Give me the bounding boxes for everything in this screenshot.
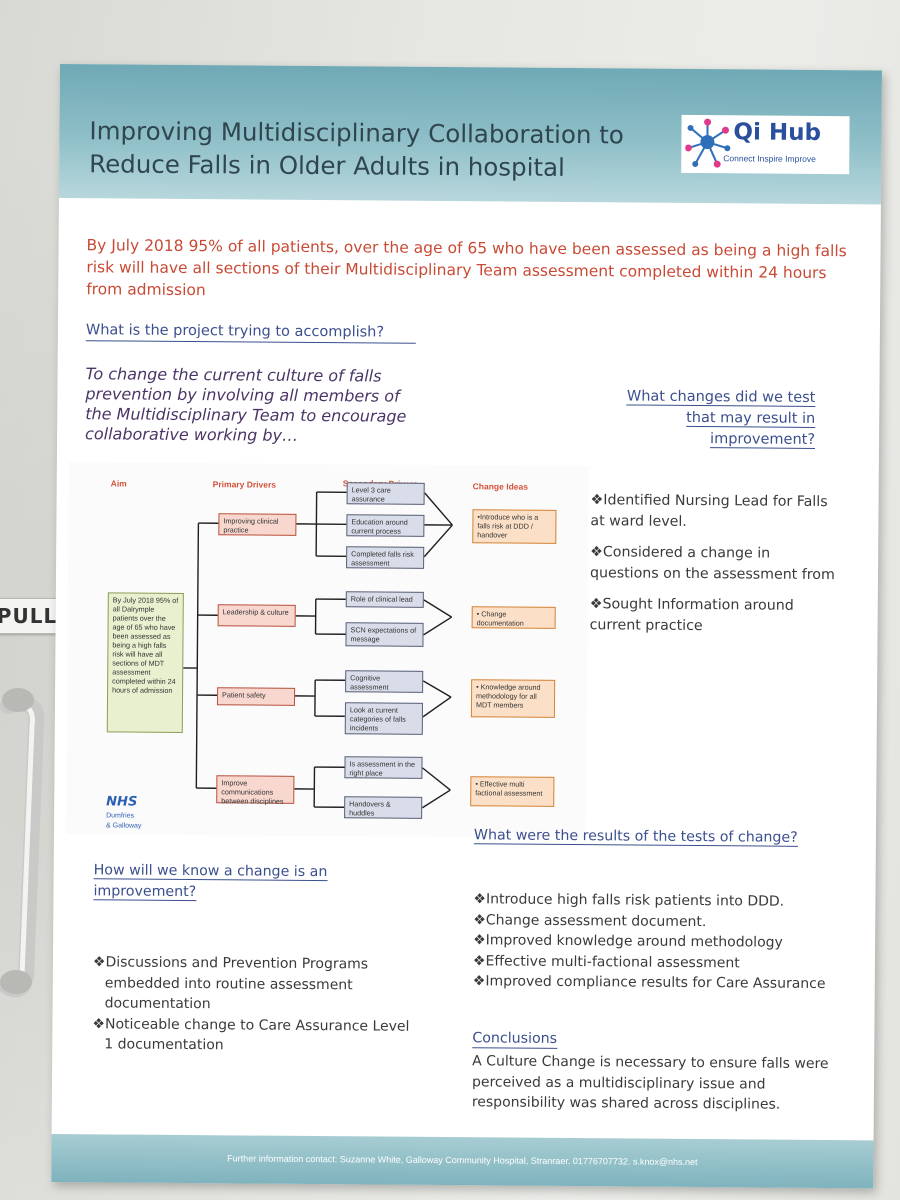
change-idea-3: • Knowledge around methodology for all M… bbox=[470, 679, 556, 718]
secondary-driver-6: Cognitive assessment bbox=[345, 670, 424, 693]
changes-tested-item: ❖Identified Nursing Lead for Falls at wa… bbox=[590, 492, 828, 530]
primary-driver-2: Leadership & culture bbox=[217, 604, 296, 627]
changes-tested-heading-line-1: What changes did we test bbox=[626, 388, 816, 407]
primary-driver-1: Improving clinical practice bbox=[218, 513, 297, 536]
secondary-driver-2: Education around current process bbox=[346, 514, 425, 537]
improvement-list: ❖Discussions and Prevention Programs emb… bbox=[92, 952, 423, 1057]
nhs-org-line-2: & Galloway bbox=[105, 822, 142, 830]
driver-diagram: Aim Primary Drivers Secondary Drivers Ch… bbox=[65, 462, 589, 839]
changes-tested-heading-line-3: improvement? bbox=[710, 431, 816, 449]
nhs-dumfries-galloway-logo: NHS Dumfries & Galloway bbox=[106, 792, 166, 830]
change-idea-4: • Effective multi factional assessment bbox=[470, 776, 555, 807]
accomplish-heading: What is the project trying to accomplish… bbox=[85, 322, 416, 344]
results-heading: What were the results of the tests of ch… bbox=[473, 827, 798, 847]
nhs-org-line-1: Dumfries bbox=[106, 812, 135, 820]
aim-statement: By July 2018 95% of all patients, over t… bbox=[86, 236, 847, 300]
changes-tested-item: ❖Sought Information around current pract… bbox=[589, 596, 794, 635]
results-item: ❖Improved compliance results for Care As… bbox=[472, 973, 826, 993]
poster: Improving Multidisciplinary Collaboratio… bbox=[51, 64, 882, 1189]
secondary-driver-3: Completed falls risk assessment bbox=[346, 546, 425, 569]
secondary-driver-1: Level 3 care assurance bbox=[346, 482, 425, 505]
changes-tested-heading: What changes did we test that may result… bbox=[605, 386, 816, 451]
poster-footer: Further information contact: Suzanne Whi… bbox=[51, 1133, 874, 1189]
door-handle[interactable] bbox=[0, 686, 48, 998]
primary-driver-3: Patient safety bbox=[216, 687, 296, 706]
poster-title: Improving Multidisciplinary Collaboratio… bbox=[89, 116, 624, 182]
footer-contact: Further information contact: Suzanne Whi… bbox=[227, 1153, 698, 1168]
poster-header: Improving Multidisciplinary Collaboratio… bbox=[58, 64, 882, 205]
col-head-aim: Aim bbox=[110, 478, 127, 489]
results-list: ❖Introduce high falls risk patients into… bbox=[473, 889, 854, 994]
primary-driver-4: Improve communications between disciplin… bbox=[216, 775, 295, 806]
results-item: ❖Improved knowledge around methodology bbox=[473, 932, 783, 951]
nhs-mark: NHS bbox=[106, 794, 138, 810]
secondary-driver-9: Handovers & huddles bbox=[344, 796, 423, 819]
changes-tested-heading-line-2: that may result in bbox=[686, 409, 816, 428]
qi-hub-logo-icon bbox=[685, 118, 731, 168]
conclusions-heading: Conclusions bbox=[472, 1029, 558, 1049]
results-item: ❖Introduce high falls risk patients into… bbox=[473, 891, 785, 910]
change-idea-1: •Introduce who is a falls risk at DDD / … bbox=[472, 509, 557, 544]
secondary-driver-7: Look at current categories of falls inci… bbox=[344, 702, 423, 735]
changes-tested-item: ❖Considered a change in questions on the… bbox=[589, 544, 835, 584]
improvement-heading: How will we know a change is an improvem… bbox=[93, 862, 328, 902]
qi-hub-logo-tagline: Connect Inspire Improve bbox=[723, 153, 816, 164]
qi-hub-logo: Qi Hub Connect Inspire Improve bbox=[681, 114, 850, 175]
results-item: ❖Change assessment document. bbox=[473, 911, 707, 930]
aim-box: By July 2018 95% of all Dalrymple patien… bbox=[106, 592, 184, 733]
improvement-item: ❖Noticeable change to Care Assurance Lev… bbox=[92, 1015, 410, 1054]
accomplish-text: To change the current culture of falls p… bbox=[85, 364, 407, 445]
conclusions-text: A Culture Change is necessary to ensure … bbox=[471, 1053, 829, 1113]
secondary-driver-4: Role of clinical lead bbox=[345, 591, 424, 608]
col-head-primary: Primary Drivers bbox=[212, 479, 277, 490]
driver-diagram-connectors bbox=[161, 491, 453, 809]
changes-tested-list: ❖Identified Nursing Lead for Falls at wa… bbox=[589, 490, 840, 648]
col-head-change: Change Ideas bbox=[472, 481, 529, 492]
secondary-driver-5: SCN expectations of message bbox=[345, 622, 424, 647]
qi-hub-logo-name: Qi Hub bbox=[733, 119, 822, 146]
change-idea-2: • Change documentation bbox=[471, 606, 556, 629]
door-pull-sign: PULL bbox=[0, 598, 60, 634]
improvement-item: ❖Discussions and Prevention Programs emb… bbox=[92, 954, 369, 1013]
secondary-driver-8: Is assessment in the right place bbox=[344, 756, 423, 779]
